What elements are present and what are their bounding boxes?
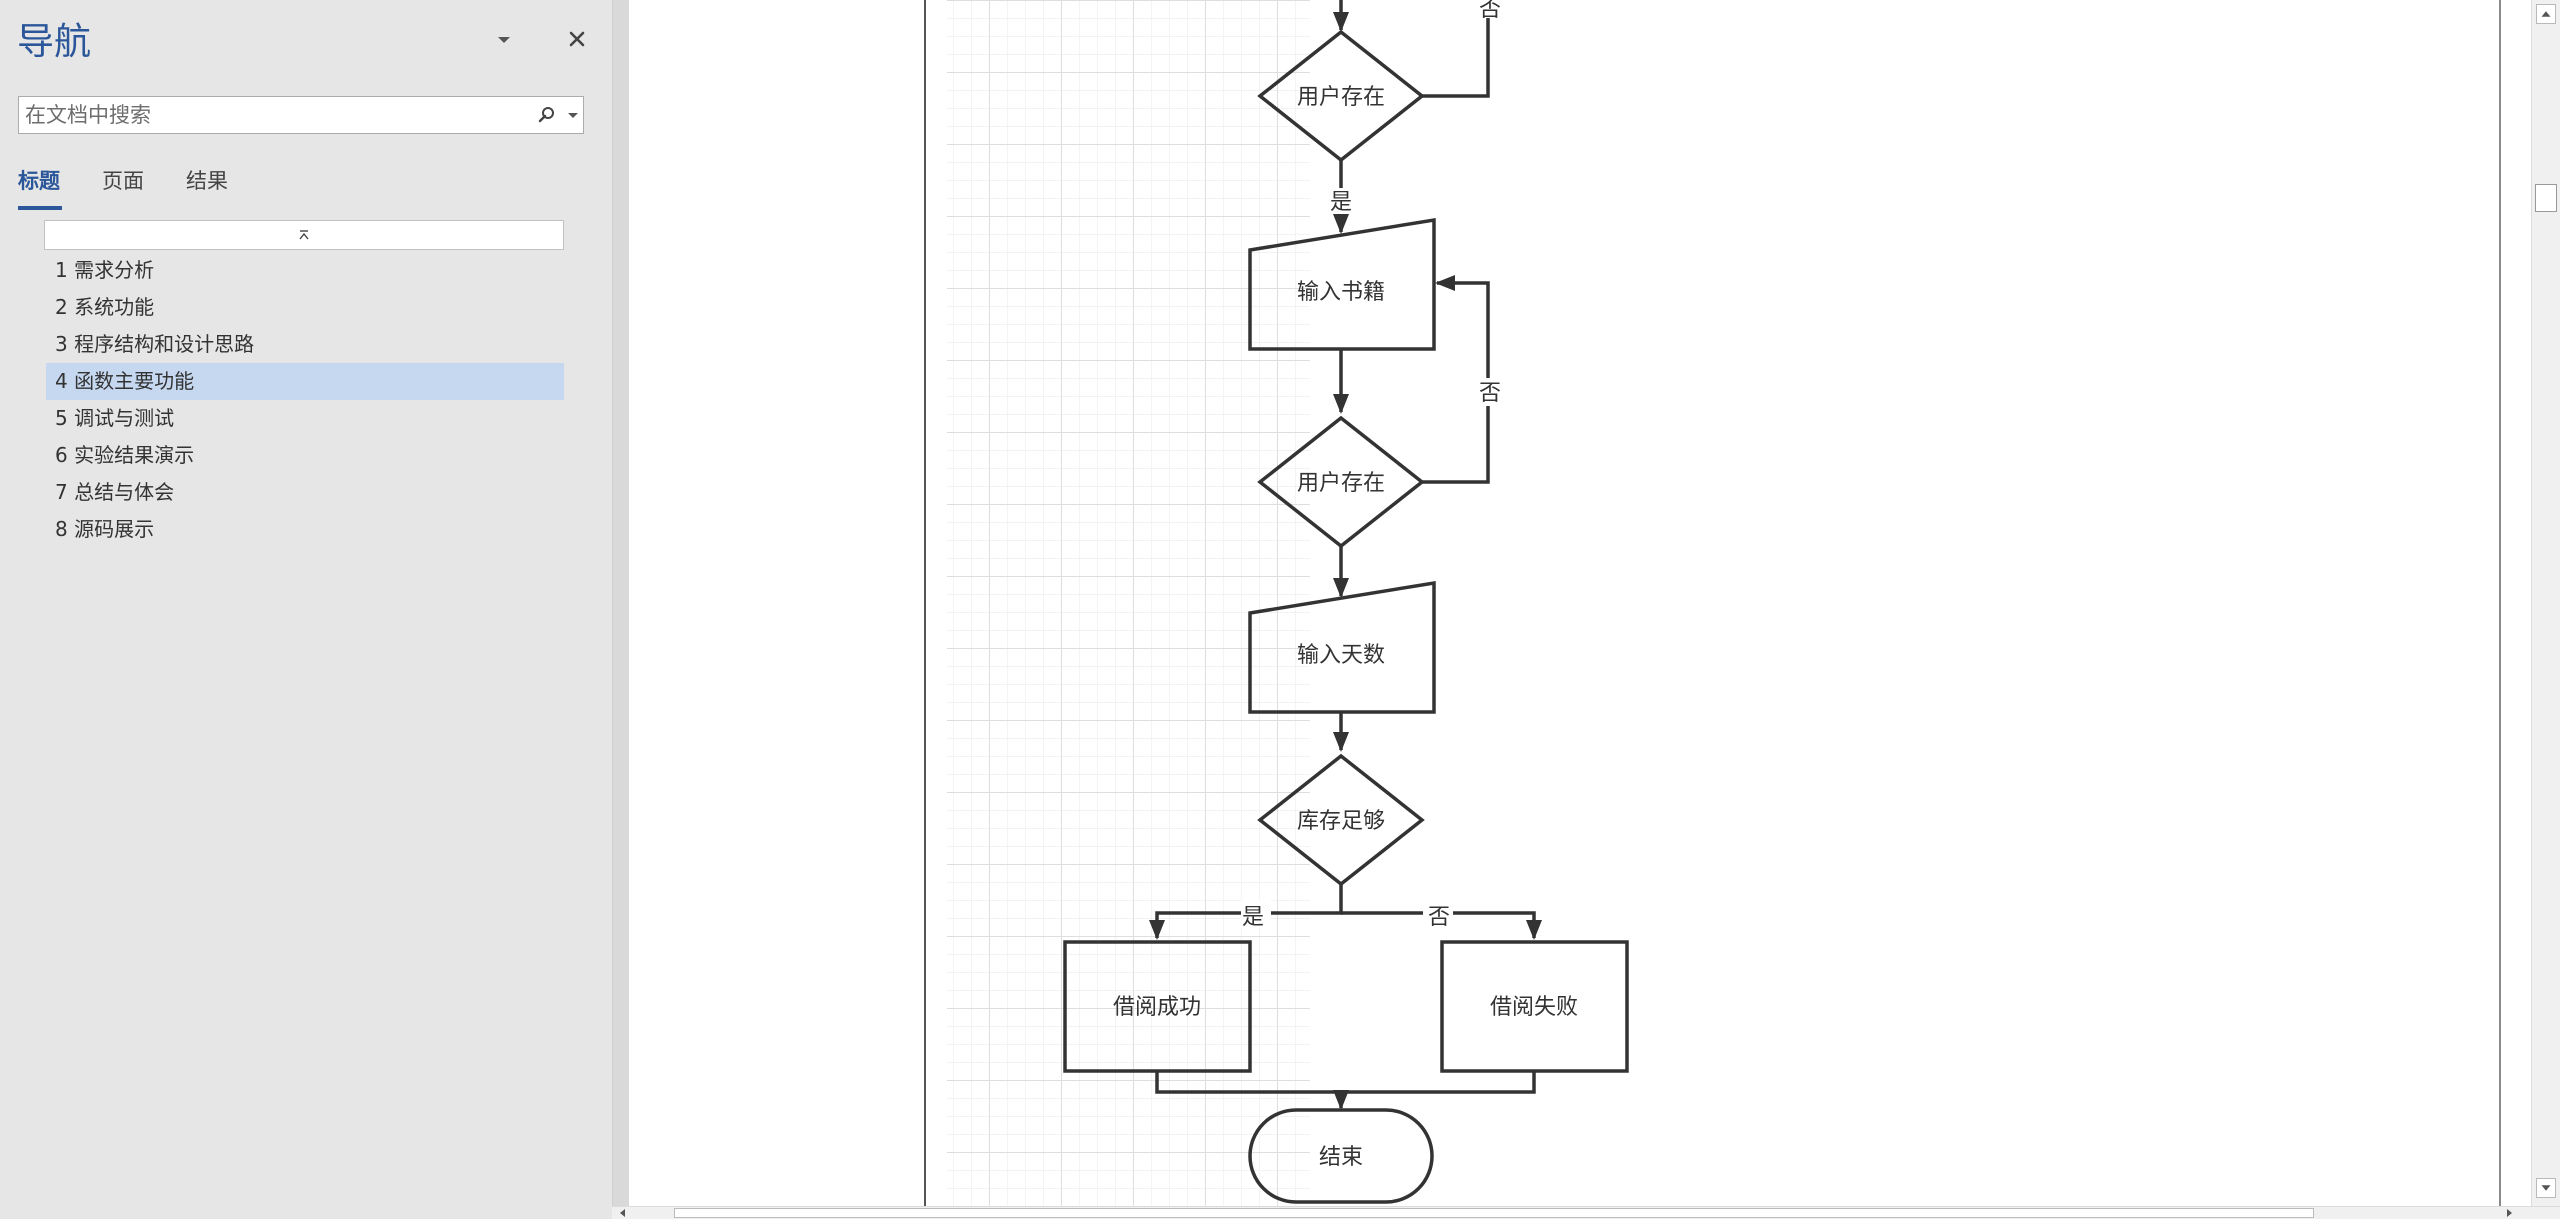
horizontal-scrollbar[interactable]	[612, 1206, 2560, 1219]
scroll-up-icon[interactable]	[2536, 4, 2556, 24]
tab-results[interactable]: 结果	[186, 169, 228, 193]
scroll-right-icon[interactable]	[2502, 1208, 2516, 1218]
search-box	[18, 96, 584, 134]
tab-pages[interactable]: 页面	[102, 169, 144, 193]
flow-label-no: 否	[1479, 381, 1501, 406]
input-label: 输入书籍	[1297, 280, 1385, 305]
input-label: 输入天数	[1297, 643, 1385, 668]
chevron-down-icon[interactable]	[492, 28, 516, 52]
scroll-left-icon[interactable]	[616, 1208, 630, 1218]
terminator-shape[interactable]	[1248, 1108, 1434, 1204]
diagram-grid	[947, 0, 1310, 1206]
active-tab-indicator	[18, 206, 62, 210]
pane-splitter[interactable]	[612, 0, 629, 1219]
process-label: 借阅成功	[1113, 995, 1201, 1020]
input-shape[interactable]	[1248, 217, 1436, 351]
flow-label-no: 否	[1479, 0, 1501, 22]
flow-arrow	[1341, 911, 1542, 940]
decision-label: 用户存在	[1297, 85, 1385, 110]
heading-item[interactable]: 2 系统功能	[55, 295, 155, 319]
horizontal-scroll-thumb[interactable]	[674, 1208, 2314, 1218]
flow-line	[1422, 0, 1490, 98]
heading-item-selected[interactable]: 4 函数主要功能	[46, 363, 564, 400]
heading-item[interactable]: 3 程序结构和设计思路	[55, 332, 255, 356]
collapse-icon	[299, 230, 309, 240]
process-label: 借阅失败	[1490, 995, 1578, 1020]
input-shape[interactable]	[1248, 580, 1436, 714]
decision-label: 用户存在	[1297, 471, 1385, 496]
document-area[interactable]: 否 用户存在 是 输入书籍 否 用户存在 输入天数 库存足够 是 否 借阅成功 …	[629, 0, 2531, 1206]
page-right-edge	[2499, 0, 2501, 1206]
heading-item[interactable]: 7 总结与体会	[55, 480, 175, 504]
flow-label-yes: 是	[1330, 190, 1352, 215]
heading-list: 1 需求分析 2 系统功能 3 程序结构和设计思路 4 函数主要功能 5 调试与…	[46, 252, 564, 548]
vertical-scroll-thumb[interactable]	[2535, 184, 2557, 212]
flow-label-no: 否	[1428, 905, 1450, 930]
flow-label-yes: 是	[1242, 905, 1264, 930]
heading-item[interactable]: 6 实验结果演示	[55, 443, 195, 467]
navigation-pane: 导航 标题 页面 结果 1 需求分析 2 系统功能 3 程序结构和设计思路 4 …	[0, 0, 612, 1219]
terminator-label: 结束	[1319, 1145, 1363, 1170]
nav-title: 导航	[17, 20, 91, 63]
tab-headings[interactable]: 标题	[18, 169, 60, 193]
heading-item[interactable]: 5 调试与测试	[55, 406, 175, 430]
collapse-headings-button[interactable]	[44, 220, 564, 250]
heading-item[interactable]: 1 需求分析	[55, 258, 155, 282]
search-input[interactable]	[19, 97, 541, 133]
decision-label: 库存足够	[1297, 809, 1385, 834]
close-icon[interactable]	[562, 24, 592, 54]
scroll-down-icon[interactable]	[2536, 1178, 2556, 1198]
page-left-edge	[924, 0, 926, 1206]
heading-item[interactable]: 8 源码展示	[55, 517, 155, 541]
chevron-down-icon[interactable]	[565, 107, 581, 123]
vertical-scrollbar[interactable]	[2531, 0, 2560, 1206]
flowchart-diagram[interactable]: 否 用户存在 是 输入书籍 否 用户存在 输入天数 库存足够 是 否 借阅成功 …	[629, 0, 2531, 1206]
search-icon[interactable]	[537, 105, 557, 125]
